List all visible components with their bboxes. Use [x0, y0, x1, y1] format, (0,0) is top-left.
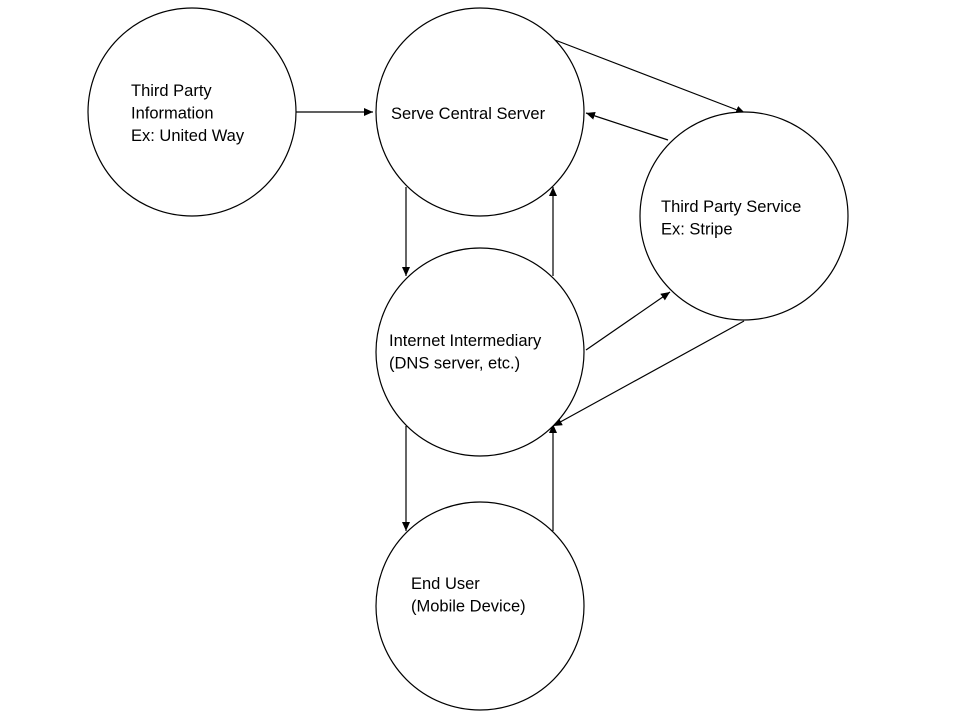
node-label-line: Ex: United Way	[131, 127, 245, 145]
node-label-line: Information	[131, 105, 214, 123]
node-label-line: Serve Central Server	[391, 105, 546, 123]
edge-internet-intermediary-to-third-party-service	[585, 291, 671, 351]
node-circle	[375, 7, 585, 217]
node-label-line: Ex: Stripe	[661, 221, 733, 239]
node-circle	[375, 501, 585, 711]
node-label: End User (Mobile Device)	[411, 575, 526, 616]
node-label-line: Internet Intermediary	[389, 332, 542, 350]
node-circle	[375, 247, 585, 457]
node-label-line: Third Party	[131, 82, 212, 100]
node-end-user: End User (Mobile Device)	[375, 501, 585, 711]
edge-third-party-service-to-internet-intermediary	[552, 320, 745, 427]
node-label: Internet Intermediary (DNS server, etc.)	[389, 332, 542, 373]
edges-layer	[296, 39, 746, 531]
node-label-line: Third Party Service	[661, 198, 801, 216]
node-label-line: End User	[411, 575, 480, 593]
node-circle	[87, 7, 297, 217]
node-label-line: (Mobile Device)	[411, 598, 526, 616]
edge-central-server-to-third-party-service	[554, 39, 746, 114]
node-internet-intermediary: Internet Intermediary (DNS server, etc.)	[375, 247, 585, 457]
node-label-line: (DNS server, etc.)	[389, 355, 520, 373]
node-label: Serve Central Server	[391, 105, 546, 123]
node-central-server: Serve Central Server	[375, 7, 585, 217]
edge-third-party-service-to-central-server	[585, 112, 669, 141]
node-circle	[639, 111, 849, 321]
